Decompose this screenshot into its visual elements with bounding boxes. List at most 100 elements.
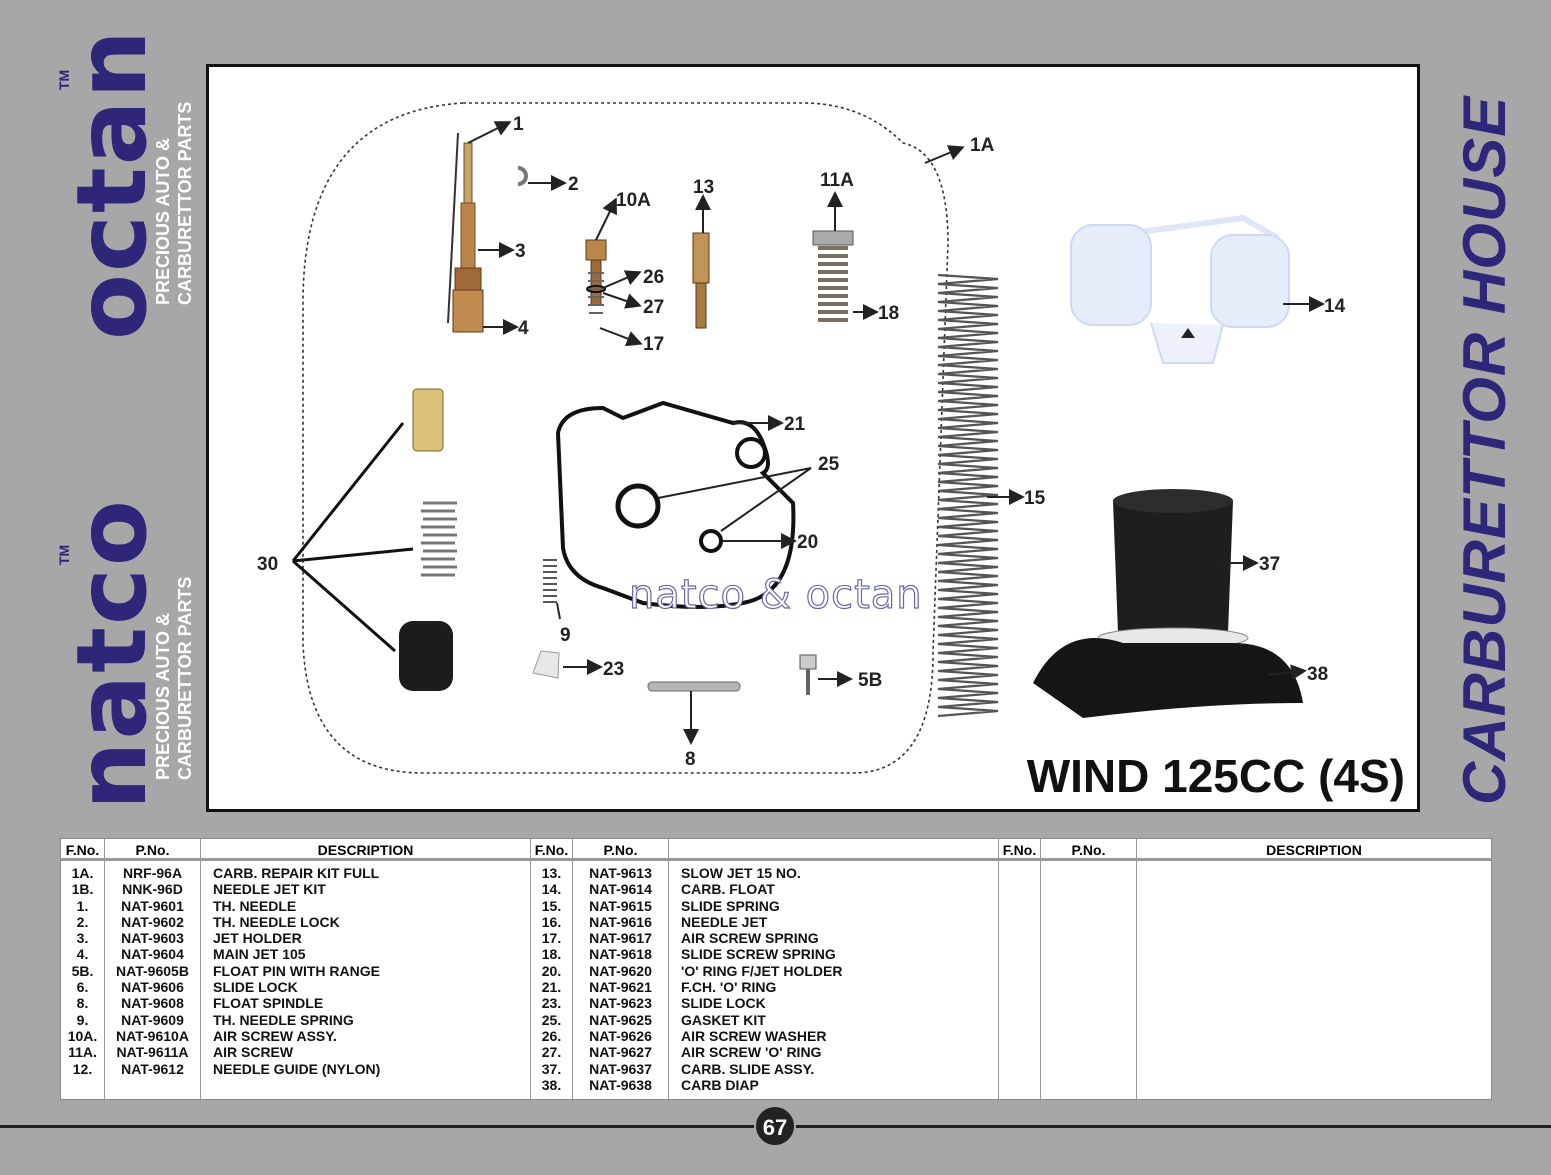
callout-13: 13: [693, 177, 714, 198]
table-cell-pno: NAT-9602: [121, 913, 184, 930]
table-cell-fno: 14.: [541, 881, 562, 898]
table-cell-pno: NAT-9612: [121, 1060, 184, 1077]
callout-4: 4: [518, 318, 529, 339]
callout-17: 17: [643, 334, 664, 355]
table-cell-desc: TH. NEEDLE LOCK: [213, 913, 340, 930]
table-cell-fno: 4.: [76, 946, 89, 963]
part-carb-slide-diaphragm: [1033, 489, 1303, 718]
table-cell-pno: NAT-9615: [589, 897, 652, 914]
table-cell-desc: AIR SCREW: [213, 1044, 294, 1061]
table-cell-pno: NAT-9625: [589, 1011, 652, 1028]
table-cell-pno: NAT-9609: [121, 1011, 184, 1028]
table-cell-fno: 11A.: [68, 1044, 97, 1061]
natco-tagline: PRECIOUS AUTO & CARBURETTOR PARTS: [152, 577, 196, 780]
callout-26: 26: [643, 267, 664, 288]
header-desc-1: DESCRIPTION: [201, 839, 531, 861]
callout-2: 2: [568, 174, 579, 195]
table-cell-fno: 10A.: [67, 1027, 98, 1044]
table-cell-fno: 38.: [541, 1076, 562, 1093]
table-cell-pno: NAT-9617: [589, 930, 652, 947]
table-cell-desc: MAIN JET 105: [213, 946, 306, 963]
header-pno-3: P.No.: [1041, 839, 1137, 861]
table-cell-desc: SLIDE SPRING: [681, 897, 780, 914]
part-needle-jet-assembly: [447, 132, 484, 333]
column-fno-2: 13.14.15.16.17.18.20.21.23.25.26.27.37.3…: [531, 861, 573, 1099]
table-cell-pno: NAT-9608: [121, 995, 184, 1012]
part-choke-assembly: [399, 388, 457, 691]
table-cell-fno: 13.: [541, 865, 562, 881]
table-cell-pno: NAT-9637: [589, 1060, 652, 1077]
table-cell-fno: 15.: [541, 897, 562, 914]
octan-tagline-line-2: CARBURETTOR PARTS: [175, 101, 195, 305]
part-float-spindle: [647, 681, 741, 692]
side-title: CARBURETTOR HOUSE: [1451, 95, 1518, 805]
table-cell-desc: AIR SCREW 'O' RING: [681, 1044, 822, 1061]
callout-14: 14: [1324, 296, 1346, 317]
table-cell-desc: CARB. SLIDE ASSY.: [681, 1060, 815, 1077]
part-needle-lock-clip: [517, 166, 528, 186]
table-cell-desc: GASKET KIT: [681, 1011, 766, 1028]
callout-37: 37: [1259, 554, 1280, 575]
table-cell-pno: NAT-9627: [589, 1044, 652, 1061]
table-cell-pno: NAT-9605B: [116, 962, 189, 979]
exploded-parts-diagram: 1 1A 2 3 4 10A 26 27 17 13 11A 18 14 21 …: [257, 102, 1346, 774]
column-fno-1: 1A.1B.1.2.3.4.5B.6.8.9.10A.11A.12.: [61, 861, 105, 1099]
table-cell-desc: NEEDLE JET: [681, 913, 768, 930]
callout-1: 1: [513, 114, 524, 135]
callout-3: 3: [515, 241, 526, 262]
table-cell-desc: 'O' RING F/JET HOLDER: [681, 962, 843, 979]
watermark: natco & octan: [628, 571, 923, 618]
table-cell-desc: JET HOLDER: [213, 930, 302, 947]
octan-tagline: PRECIOUS AUTO & CARBURETTOR PARTS: [152, 102, 196, 305]
column-pno-3: [1041, 861, 1137, 1099]
table-cell-pno: NAT-9606: [121, 979, 184, 996]
table-cell-pno: NAT-9610A: [116, 1027, 189, 1044]
table-cell-fno: 12.: [72, 1060, 93, 1077]
table-cell-fno: 5B.: [71, 962, 94, 979]
table-cell-pno: NAT-9603: [121, 930, 184, 947]
kit-boundary-dotted: [302, 102, 949, 774]
table-cell-pno: NAT-9626: [589, 1027, 652, 1044]
part-air-screw: [585, 239, 607, 314]
table-cell-desc: FLOAT SPINDLE: [213, 995, 324, 1012]
header-fno-1: F.No.: [61, 839, 105, 861]
parts-table: F.No. P.No. DESCRIPTION F.No. P.No. F.No…: [60, 838, 1492, 1100]
part-slow-jet: [692, 232, 710, 329]
table-cell-desc: TH. NEEDLE SPRING: [213, 1011, 354, 1028]
part-slide-lock: [532, 650, 560, 679]
table-body: 1A.1B.1.2.3.4.5B.6.8.9.10A.11A.12. NRF-9…: [61, 861, 1491, 1099]
table-cell-desc: CARB. REPAIR KIT FULL: [213, 865, 380, 881]
part-slide-spring: [937, 273, 999, 718]
natco-tagline-line-1: PRECIOUS AUTO &: [153, 612, 173, 780]
table-cell-pno: NAT-9613: [589, 865, 652, 881]
model-title: WIND 125CC (4S): [1026, 750, 1405, 802]
callout-38: 38: [1307, 664, 1328, 685]
part-oring-f-jet-holder: [699, 529, 723, 553]
table-cell-desc: NEEDLE GUIDE (NYLON): [213, 1060, 381, 1077]
header-fno-3: F.No.: [999, 839, 1041, 861]
table-cell-desc: TH. NEEDLE: [213, 897, 297, 914]
table-cell-fno: 26.: [541, 1027, 562, 1044]
table-cell-fno: 6.: [76, 979, 89, 996]
table-cell-desc: NEEDLE JET KIT: [213, 881, 326, 898]
header-pno-2: P.No.: [573, 839, 669, 861]
part-float-pin: [799, 654, 817, 695]
table-cell-pno: NNK-96D: [122, 881, 183, 898]
part-carb-float: [1070, 214, 1290, 364]
callout-25: 25: [818, 454, 840, 475]
table-cell-fno: 2.: [76, 913, 89, 930]
callout-5b: 5B: [858, 670, 882, 691]
table-cell-fno: 23.: [541, 995, 562, 1012]
header-desc-3: DESCRIPTION: [1137, 839, 1491, 861]
table-cell-fno: 17.: [541, 930, 562, 947]
table-cell-desc: SLIDE LOCK: [681, 995, 766, 1012]
part-float-chamber-gasket: [555, 400, 796, 609]
table-cell-fno: 1B.: [71, 881, 94, 898]
header-fno-2: F.No.: [531, 839, 573, 861]
diagram-panel: 1 1A 2 3 4 10A 26 27 17 13 11A 18 14 21 …: [206, 64, 1420, 812]
table-cell-pno: NAT-9618: [589, 946, 652, 963]
table-cell-desc: AIR SCREW SPRING: [681, 930, 819, 947]
